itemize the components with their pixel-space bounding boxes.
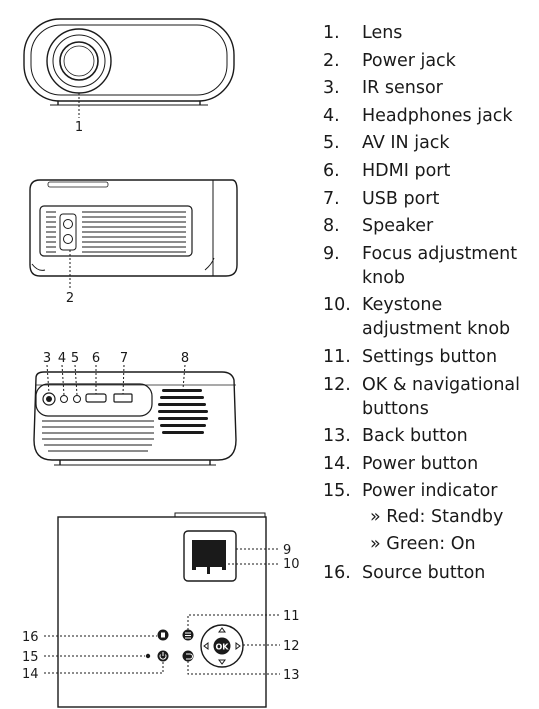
control-buttons: [145, 629, 194, 662]
indicator-state-green: » Green: On: [370, 534, 476, 555]
callout-7: 7: [120, 351, 128, 366]
part-label: Lens: [362, 23, 403, 43]
parts-list: 1. Lens 2. Power jack 3. IR sensor 4. Headph…: [323, 21, 539, 589]
callout-8: 8: [181, 351, 189, 366]
part-item: 6. HDMI port: [323, 159, 539, 183]
side-vents: [46, 211, 186, 253]
part-label: Back button: [362, 426, 468, 447]
part-item: 11. Settings button: [323, 345, 539, 369]
top-leaders: [44, 548, 280, 675]
part-item: 13. Back button: [323, 424, 539, 448]
rear-leaders: [46, 364, 186, 396]
part-item: 12. OK & navigational buttons: [323, 373, 539, 421]
part-item: 2. Power jack: [323, 49, 539, 73]
part-number: 13.: [323, 426, 351, 447]
part-number: 15.: [323, 481, 351, 502]
side-view: [29, 179, 238, 290]
part-label: Keystone adjustment knob: [362, 295, 511, 340]
indicator-states: » Red: Standby » Green: On: [323, 505, 539, 557]
ok-glyph: OK: [216, 643, 230, 652]
part-item: 10. Keystone adjustment knob: [323, 293, 539, 341]
part-number: 4.: [323, 105, 340, 126]
part-number: 1.: [323, 23, 340, 43]
indicator-state-red: » Red: Standby: [370, 506, 504, 527]
callout-9: 9: [283, 543, 291, 558]
part-number: 11.: [323, 346, 351, 367]
part-label: Settings button: [362, 346, 498, 367]
part-item: 4. Headphones jack: [323, 104, 539, 128]
callout-5: 5: [71, 351, 79, 366]
rear-vents: [42, 420, 154, 452]
part-label: Power jack: [362, 50, 456, 71]
part-number: 7.: [323, 188, 340, 209]
callout-16: 16: [22, 630, 39, 645]
part-number: 6.: [323, 160, 340, 181]
part-label: OK & navigational buttons: [362, 374, 520, 419]
callout-6: 6: [92, 351, 100, 366]
part-label: IR sensor: [362, 78, 443, 99]
part-number: 12.: [323, 374, 351, 395]
speaker-grille: [158, 389, 208, 434]
part-label: USB port: [362, 188, 440, 209]
top-view: [57, 512, 267, 708]
front-view: [23, 18, 235, 118]
part-number: 16.: [323, 563, 351, 584]
part-label: HDMI port: [362, 160, 451, 181]
part-item: 15. Power indicator: [323, 479, 539, 503]
part-number: 14.: [323, 453, 351, 474]
callout-11: 11: [283, 609, 300, 624]
part-label: Focus adjustment knob: [362, 243, 518, 288]
callout-12: 12: [283, 639, 300, 654]
part-number: 9.: [323, 243, 340, 264]
part-item: 16. Source button: [323, 561, 539, 585]
callout-13: 13: [283, 668, 300, 683]
part-item: 14. Power button: [323, 452, 539, 476]
part-label: Power indicator: [362, 481, 498, 502]
callout-2: 2: [66, 291, 74, 306]
part-number: 2.: [323, 50, 340, 71]
nav-pad: OK: [200, 624, 244, 668]
part-number: 10.: [323, 295, 351, 316]
part-number: 8.: [323, 216, 340, 237]
part-label: Speaker: [362, 216, 434, 237]
part-label: Power button: [362, 453, 479, 474]
part-number: 5.: [323, 133, 340, 154]
part-label: AV IN jack: [362, 133, 450, 154]
part-label: Source button: [362, 563, 486, 584]
focus-keystone-knobs: [192, 540, 226, 574]
callout-15: 15: [22, 650, 39, 665]
callout-14: 14: [22, 667, 39, 682]
part-item: 5. AV IN jack: [323, 131, 539, 155]
part-number: 3.: [323, 78, 340, 99]
rear-view: [33, 371, 237, 466]
callout-10: 10: [283, 557, 300, 572]
callout-3: 3: [43, 351, 51, 366]
part-item: 8. Speaker: [323, 214, 539, 238]
callout-1: 1: [75, 120, 83, 135]
part-item: 3. IR sensor: [323, 76, 539, 100]
part-item: 1. Lens: [323, 21, 539, 45]
part-item: 9. Focus adjustment knob: [323, 242, 539, 290]
part-item: 7. USB port: [323, 187, 539, 211]
part-label: Headphones jack: [362, 105, 513, 126]
callout-4: 4: [58, 351, 66, 366]
